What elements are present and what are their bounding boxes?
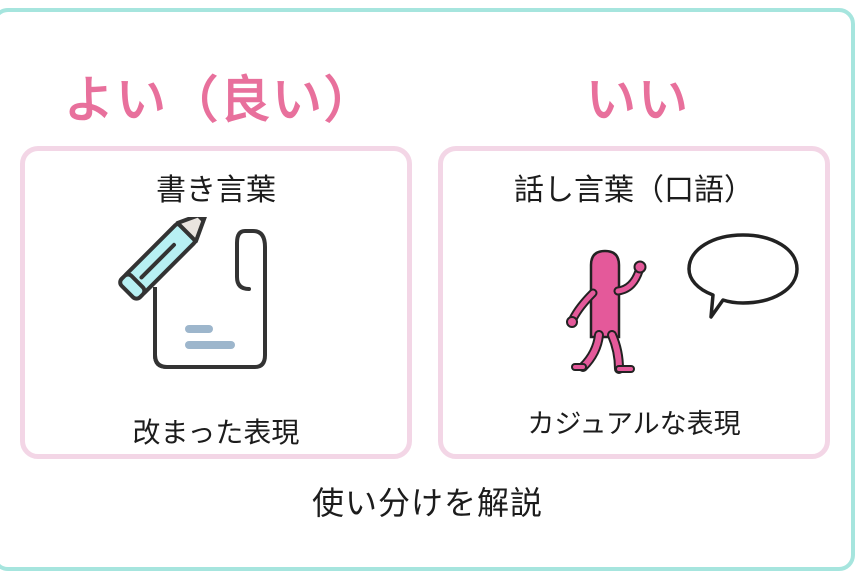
heading-yoi: よい（良い） xyxy=(64,71,376,129)
pencil-paper-icon xyxy=(118,217,267,369)
card-title-spoken: 話し言葉（口語） xyxy=(514,173,754,208)
card-title-written: 書き言葉 xyxy=(156,173,276,208)
written-language-card: 書き言葉 改まった表現 xyxy=(20,146,412,459)
card-desc-written: 改まった表現 xyxy=(132,416,300,449)
footer-caption: 使い分けを解説 xyxy=(311,484,543,522)
heading-ii: いい xyxy=(586,71,690,129)
walking-person-icon xyxy=(566,249,647,374)
spoken-language-card: 話し言葉（口語） カジュアルな表現 xyxy=(438,146,830,459)
card-desc-spoken: カジュアルな表現 xyxy=(527,409,741,440)
speech-bubble-icon xyxy=(687,233,799,319)
